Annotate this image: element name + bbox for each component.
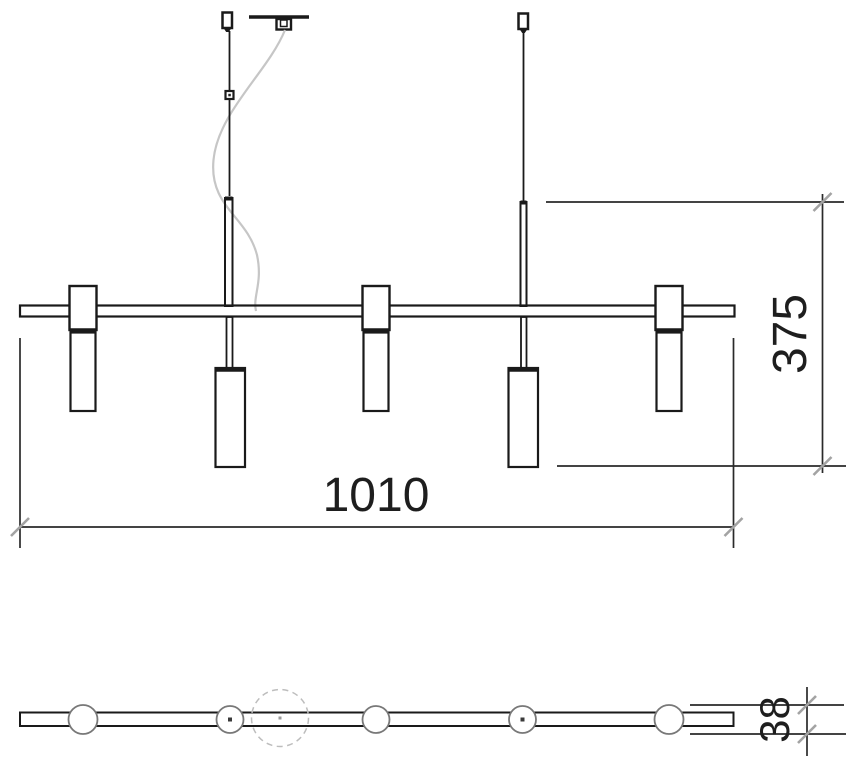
dimension-label-drop: 375 (764, 294, 817, 374)
tick-mark (797, 695, 817, 715)
pendant-3 (361, 284, 391, 413)
right-cord-grip-taper (519, 29, 528, 33)
pendant-cylinder (214, 366, 247, 469)
tick-mark (812, 192, 833, 212)
left-rod-upper (224, 197, 234, 307)
plan-pendant-1 (67, 704, 99, 735)
plan-suspension-point-right (520, 717, 525, 722)
dimension-label-width: 1010 (323, 469, 430, 522)
pendant-body (69, 331, 97, 413)
pendant-head (654, 284, 684, 332)
canopy-box-slot (279, 19, 288, 28)
canopy-box (275, 17, 293, 31)
tick-mark (723, 517, 744, 537)
ceiling-canopy (249, 15, 309, 31)
right-suspension (517, 12, 530, 369)
right-cord-grip (517, 12, 530, 31)
pendant-body (362, 331, 390, 413)
dimension-diameter-38: 38 (690, 687, 846, 756)
plan-canopy-dashed-circle (250, 688, 310, 748)
plan-canopy-center-mark (278, 716, 282, 720)
plan-pendant-5 (653, 704, 685, 735)
plan-suspension-point-left (228, 717, 232, 722)
left-cord-grip (221, 11, 234, 30)
pendant-cylinder (507, 366, 540, 469)
tick-mark (797, 724, 817, 744)
power-cable (212, 29, 287, 312)
pendant-body (655, 331, 683, 413)
left-cable-adjuster-dot (228, 93, 231, 97)
pendant-1 (68, 284, 98, 413)
plan-pendant-3 (361, 705, 391, 734)
right-rod-lower (520, 316, 528, 369)
tick-mark (10, 517, 30, 537)
pendant-2 (214, 366, 247, 469)
pendant-head (361, 284, 391, 332)
pendant-5 (654, 284, 684, 413)
dimension-drop-375: 375 (546, 192, 846, 476)
tick-mark (812, 456, 833, 476)
front-elevation-view (18, 11, 736, 469)
dimension-label-diameter: 38 (751, 696, 798, 743)
plan-view (19, 688, 735, 748)
dimension-width-1010: 1010 (10, 338, 744, 548)
pendant-4 (507, 366, 540, 469)
left-cord-grip-taper (223, 28, 232, 32)
right-rod-upper (519, 201, 528, 307)
left-suspension (221, 11, 235, 369)
pendant-head (68, 284, 98, 332)
left-rod-lower (225, 316, 234, 369)
